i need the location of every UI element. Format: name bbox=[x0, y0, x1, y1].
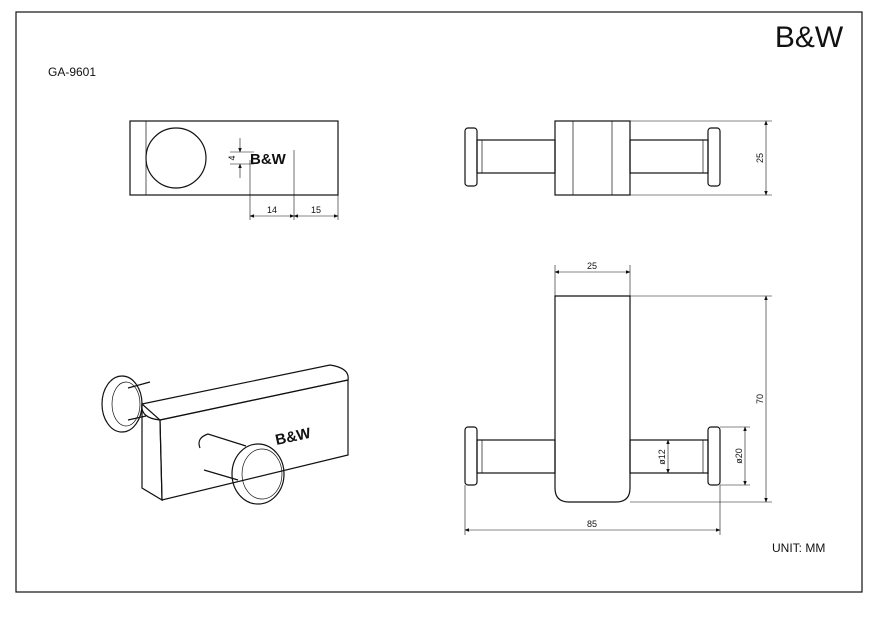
dim-top-logo-width: 15 bbox=[311, 205, 321, 215]
front-body bbox=[554, 295, 631, 503]
sheet-border bbox=[15, 11, 863, 593]
dim-front-height: 70 bbox=[755, 394, 765, 404]
dim-overall-length: 85 bbox=[587, 519, 597, 529]
front-left-cap bbox=[464, 426, 478, 486]
dim-front-width: 25 bbox=[587, 261, 597, 271]
front-right-rod bbox=[629, 439, 709, 474]
iso-block-front bbox=[159, 379, 349, 501]
side-right-rod bbox=[629, 139, 709, 174]
front-view: 25 ø12 ø20 70 85 bbox=[464, 261, 772, 535]
dim-cap-diameter: ø20 bbox=[734, 448, 744, 464]
model-code: GA-9601 bbox=[48, 65, 96, 79]
top-view-cap-circle bbox=[145, 127, 207, 189]
side-view: 25 bbox=[464, 120, 772, 196]
iso-front-cap bbox=[231, 443, 285, 505]
dim-side-height: 25 bbox=[755, 153, 765, 163]
front-right-cap bbox=[707, 426, 721, 486]
iso-back-cap bbox=[101, 375, 143, 433]
dim-top-logo-height: 4 bbox=[227, 155, 237, 160]
side-body bbox=[554, 120, 631, 196]
side-right-cap bbox=[707, 127, 721, 187]
side-left-rod bbox=[476, 139, 556, 174]
iso-logo: B&W bbox=[274, 425, 313, 449]
iso-block-side bbox=[141, 402, 163, 502]
isometric-view: B&W bbox=[101, 364, 349, 505]
brand-logo: B&W bbox=[775, 21, 844, 54]
iso-block-top bbox=[141, 364, 349, 421]
dim-rod-diameter: ø12 bbox=[657, 449, 667, 465]
unit-label: UNIT: MM bbox=[772, 541, 825, 555]
top-view-logo: B&W bbox=[250, 151, 287, 168]
front-left-rod bbox=[476, 439, 556, 474]
top-view-body bbox=[129, 120, 339, 196]
dim-top-logo-offset: 14 bbox=[267, 205, 277, 215]
top-view: B&W 14 15 4 bbox=[129, 120, 339, 220]
side-left-cap bbox=[464, 127, 478, 187]
